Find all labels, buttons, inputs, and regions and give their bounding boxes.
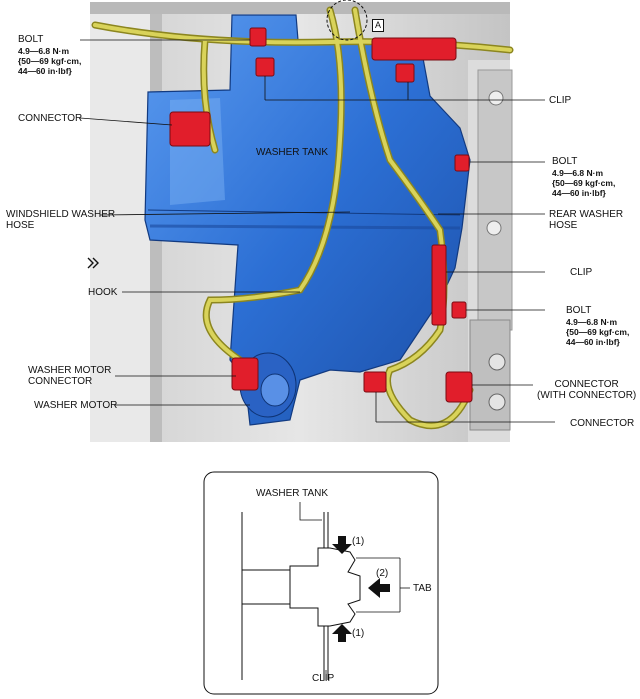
spec-bolt-right-top: 4.9—6.8 N·m {50—69 kgf·cm, 44—60 in·lbf} (552, 168, 615, 198)
spec-bolt-right-bottom: 4.9—6.8 N·m {50—69 kgf·cm, 44—60 in·lbf} (566, 317, 629, 347)
tank-shelf (149, 224, 461, 230)
body-panel-left-strip (90, 2, 150, 442)
bolt-top-left-red (249, 27, 267, 47)
detail-label-tab: TAB (413, 583, 432, 594)
label-washer-tank: WASHER TANK (256, 147, 329, 158)
bracket-lower-right (469, 319, 511, 431)
label-line: CONNECTOR (554, 379, 619, 390)
spec-line: 4.9—6.8 N·m (566, 317, 618, 327)
spec-line: 44—60 in·lbf} (18, 66, 72, 76)
bolt-right-bottom-red (451, 301, 467, 319)
hook-indicator-icon (87, 257, 99, 269)
harness-clip-red (371, 37, 457, 61)
label-line: HOSE (549, 220, 578, 231)
bolt-right-top-red (454, 154, 470, 172)
label-bolt-right-top: BOLT (552, 156, 578, 167)
label-clip-mid: CLIP (570, 267, 593, 278)
top-panel (90, 2, 510, 14)
spec-line: {50—69 kgf·cm, (566, 327, 630, 337)
label-connector-bottom: CONNECTOR (570, 418, 635, 429)
spec-line: 44—60 in·lbf} (552, 188, 606, 198)
label-line: (WITH CONNECTOR) (537, 390, 637, 401)
leader-lines (79, 39, 555, 423)
washer-motor-connector-red (231, 357, 259, 391)
spec-line: 4.9—6.8 N·m (18, 46, 70, 56)
detail-drawing (241, 502, 410, 680)
label-bolt-right-bottom: BOLT (566, 305, 592, 316)
spec-line: {50—69 kgf·cm, (18, 56, 82, 66)
bracket-right (477, 69, 513, 331)
label-line: WINDSHIELD WASHER (6, 209, 116, 220)
detail-label-arrow-2: (2) (376, 568, 389, 579)
detail-a-marker-circle (326, 0, 368, 41)
label-washer-motor-connector: WASHER MOTOR CONNECTOR (28, 365, 111, 387)
spec-line: 4.9—6.8 N·m (552, 168, 604, 178)
label-rear-washer-hose: REAR WASHER HOSE (549, 209, 623, 231)
label-bolt-top-left: BOLT (18, 34, 44, 45)
label-connector-with-connector: CONNECTOR (WITH CONNECTOR) (537, 379, 636, 401)
bolt-hole (486, 220, 502, 236)
label-windshield-washer-hose: WINDSHIELD WASHER HOSE (6, 209, 115, 231)
label-line: CONNECTOR (28, 376, 93, 387)
arrow-down-icon (332, 536, 352, 554)
bolt-hole (488, 90, 504, 106)
arrow-left-icon (368, 578, 390, 598)
arrow-up-icon (332, 624, 352, 642)
label-washer-motor: WASHER MOTOR (34, 400, 118, 411)
connector-bottom-red (363, 371, 387, 393)
washer-motor-cap (260, 373, 290, 407)
connector-left-red (169, 111, 211, 147)
spec-bolt-top-left: 4.9—6.8 N·m {50—69 kgf·cm, 44—60 in·lbf} (18, 46, 81, 76)
detail-label-arrow-1-top: (1) (352, 536, 365, 547)
detail-label-clip: CLIP (312, 673, 335, 684)
detail-label-washer-tank: WASHER TANK (256, 488, 329, 499)
label-line: REAR WASHER (549, 209, 624, 220)
bolt-hole (488, 393, 506, 411)
clip-mid-red (431, 244, 447, 326)
label-connector-left: CONNECTOR (18, 113, 83, 124)
label-line: WASHER MOTOR (28, 365, 112, 376)
label-hook: HOOK (88, 287, 118, 298)
detail-label-arrow-1-bottom: (1) (352, 628, 365, 639)
label-clip-top: CLIP (549, 95, 572, 106)
label-detail-marker: A (372, 19, 385, 32)
clip-top-right-red (395, 63, 415, 83)
clip-top-left-red (255, 57, 275, 77)
connector-with-connector-red (445, 371, 473, 403)
bolt-hole (488, 353, 506, 371)
label-line: HOSE (6, 220, 35, 231)
spec-line: 44—60 in·lbf} (566, 337, 620, 347)
spec-line: {50—69 kgf·cm, (552, 178, 616, 188)
